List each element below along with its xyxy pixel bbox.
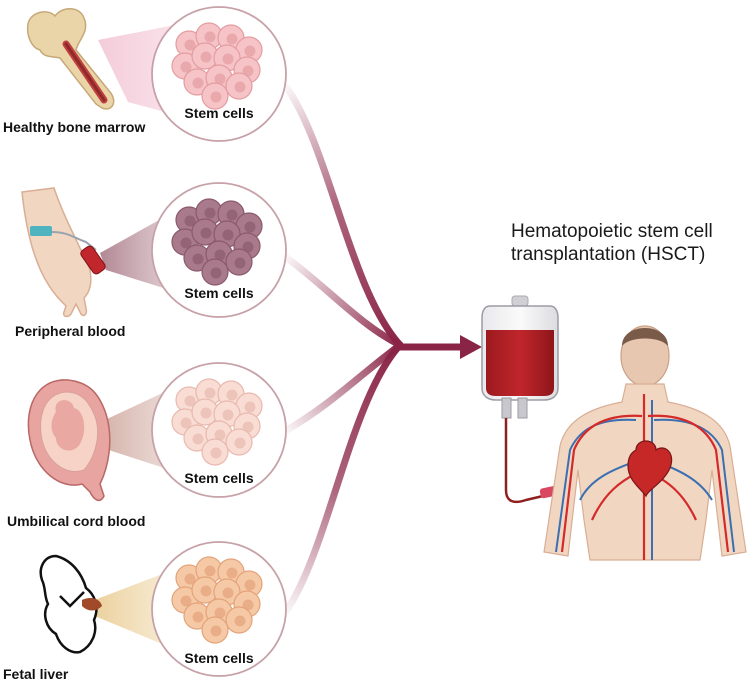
stem-cell-nucleus: [210, 447, 222, 459]
stem-cell-nucleus: [222, 53, 234, 65]
arrow-from-fetal-liver: [283, 341, 404, 614]
stem-cell-nucleus: [204, 31, 216, 43]
stem-cell-nucleus: [234, 81, 246, 93]
stem-cell-nucleus: [210, 625, 222, 637]
blood-bag-icon: [481, 295, 569, 504]
stem-cell-nucleus: [180, 595, 192, 607]
arrow-from-peripheral-blood: [283, 254, 404, 349]
stem-cell-nucleus: [204, 387, 216, 399]
source-label-bone-marrow: Healthy bone marrow: [3, 119, 146, 135]
stem-cell-nucleus: [244, 579, 256, 591]
stem-cell-nucleus: [192, 253, 204, 265]
stem-cell-nucleus: [222, 409, 234, 421]
stem-cell-nucleus: [242, 241, 254, 253]
stem-cell-nucleus: [226, 33, 238, 45]
stem-cells-label-cord-blood: Stem cells: [184, 470, 254, 486]
converging-arrows: [283, 84, 404, 614]
stem-cell-nucleus: [234, 257, 246, 269]
stem-cell-nucleus: [242, 599, 254, 611]
stem-cell-nucleus: [222, 229, 234, 241]
stem-cell-nucleus: [192, 77, 204, 89]
arrow-from-cord-blood: [283, 341, 404, 434]
stem-cell-cluster-peripheral-blood: [171, 198, 263, 286]
stem-cell-nucleus: [192, 611, 204, 623]
stem-cell-cluster-fetal-liver: [171, 556, 263, 644]
stem-cell-nucleus: [214, 607, 226, 619]
stem-cell-nucleus: [210, 91, 222, 103]
source-label-cord-blood: Umbilical cord blood: [7, 513, 146, 529]
stem-cell-cluster-bone-marrow: [171, 22, 263, 110]
stem-cell-nucleus: [200, 51, 212, 63]
stem-cells-label-bone-marrow: Stem cells: [184, 105, 254, 121]
source-label-peripheral-blood: Peripheral blood: [15, 323, 126, 339]
stem-cell-nucleus: [184, 39, 196, 51]
stem-cell-nucleus: [184, 573, 196, 585]
stem-cell-nucleus: [244, 221, 256, 233]
stem-cell-nucleus: [234, 615, 246, 627]
source-label-fetal-liver: Fetal liver: [3, 666, 69, 682]
stem-cell-nucleus: [226, 209, 238, 221]
main-arrow-head: [460, 335, 482, 359]
stem-cell-nucleus: [210, 267, 222, 279]
diagram-title-line-1: Hematopoietic stem cell: [511, 221, 713, 242]
stem-cell-nucleus: [214, 73, 226, 85]
arrow-from-bone-marrow: [283, 84, 404, 349]
stem-cell-nucleus: [222, 587, 234, 599]
diagram-title-line-2: transplantation (HSCT): [511, 244, 706, 265]
stem-cell-nucleus: [180, 417, 192, 429]
stem-cell-nucleus: [200, 227, 212, 239]
stem-cell-nucleus: [192, 433, 204, 445]
stem-cell-nucleus: [200, 585, 212, 597]
stem-cell-nucleus: [234, 437, 246, 449]
stem-cell-cluster-cord-blood: [171, 378, 263, 466]
stem-cell-nucleus: [242, 421, 254, 433]
stem-cells-label-fetal-liver: Stem cells: [184, 650, 254, 666]
stem-cell-nucleus: [204, 565, 216, 577]
stem-cell-nucleus: [180, 61, 192, 73]
stem-cell-nucleus: [204, 207, 216, 219]
stem-cell-nucleus: [242, 65, 254, 77]
stem-cell-nucleus: [214, 249, 226, 261]
stem-cell-nucleus: [200, 407, 212, 419]
stem-cell-nucleus: [184, 215, 196, 227]
stem-cell-nucleus: [226, 389, 238, 401]
stem-cells-label-peripheral-blood: Stem cells: [184, 285, 254, 301]
stem-cell-nucleus: [184, 395, 196, 407]
stem-cell-nucleus: [244, 401, 256, 413]
stem-cell-nucleus: [244, 45, 256, 57]
stem-cell-nucleus: [214, 429, 226, 441]
stem-cell-nucleus: [180, 237, 192, 249]
stem-cell-nucleus: [226, 567, 238, 579]
human-body-icon: [543, 325, 747, 561]
